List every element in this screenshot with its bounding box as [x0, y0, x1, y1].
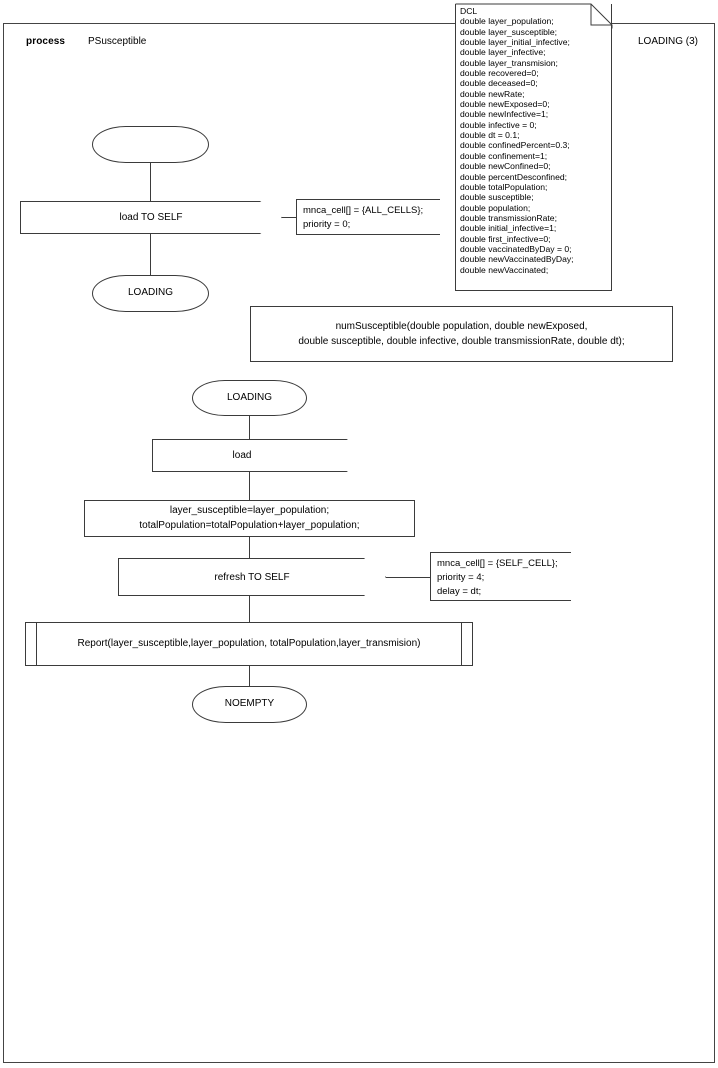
signal-load-input[interactable]: load [152, 439, 348, 472]
procedure-report[interactable]: Report(layer_susceptible,layer_populatio… [25, 622, 473, 666]
connector-load-to-loading [150, 234, 151, 275]
procedure-numsusceptible-label: numSusceptible(double population, double… [298, 321, 625, 347]
state-noempty[interactable]: NOEMPTY [192, 686, 307, 723]
dcl-declaration-box: DCL double layer_population; double laye… [455, 4, 612, 291]
procedure-report-right-bar [461, 623, 462, 665]
start-state-label: LOADING (3) [638, 36, 699, 47]
process-keyword-label: process [26, 36, 66, 47]
task-assignments[interactable]: layer_susceptible=layer_population; tota… [84, 500, 415, 537]
connector-refresh-to-report [249, 596, 250, 622]
procedure-report-label: Report(layer_susceptible,layer_populatio… [77, 638, 421, 649]
procedure-numsusceptible[interactable]: numSusceptible(double population, double… [239, 306, 684, 362]
state-loading-2[interactable]: LOADING [192, 380, 307, 416]
process-frame [3, 23, 715, 1063]
signal-refresh-to-self-label: refresh TO SELF [214, 571, 290, 583]
connector-loadin-to-task [249, 472, 250, 500]
signal-load-input-label: load [232, 450, 252, 461]
signal-refresh-to-self[interactable]: refresh TO SELF [118, 558, 386, 596]
comment-refresh-signal: mnca_cell[] = {SELF_CELL}; priority = 4;… [430, 552, 571, 601]
signal-load-to-self[interactable]: load TO SELF [20, 201, 282, 234]
state-loading-1[interactable]: LOADING [92, 275, 209, 312]
signal-load-to-self-label: load TO SELF [119, 212, 183, 223]
state-start[interactable] [92, 126, 209, 163]
connector-report-to-noempty [249, 666, 250, 686]
procedure-numsusceptible-body [250, 306, 673, 362]
connector-refresh-to-comment [386, 577, 430, 578]
connector-start-to-load [150, 163, 151, 201]
comment-load-signal: mnca_cell[] = {ALL_CELLS}; priority = 0; [296, 199, 440, 235]
connector-task-to-refresh [249, 537, 250, 558]
connector-load-to-comment [282, 217, 296, 218]
process-name-label: PSusceptible [88, 36, 147, 47]
connector-loading2-to-loadin [249, 416, 250, 439]
procedure-report-left-bar [36, 623, 37, 665]
